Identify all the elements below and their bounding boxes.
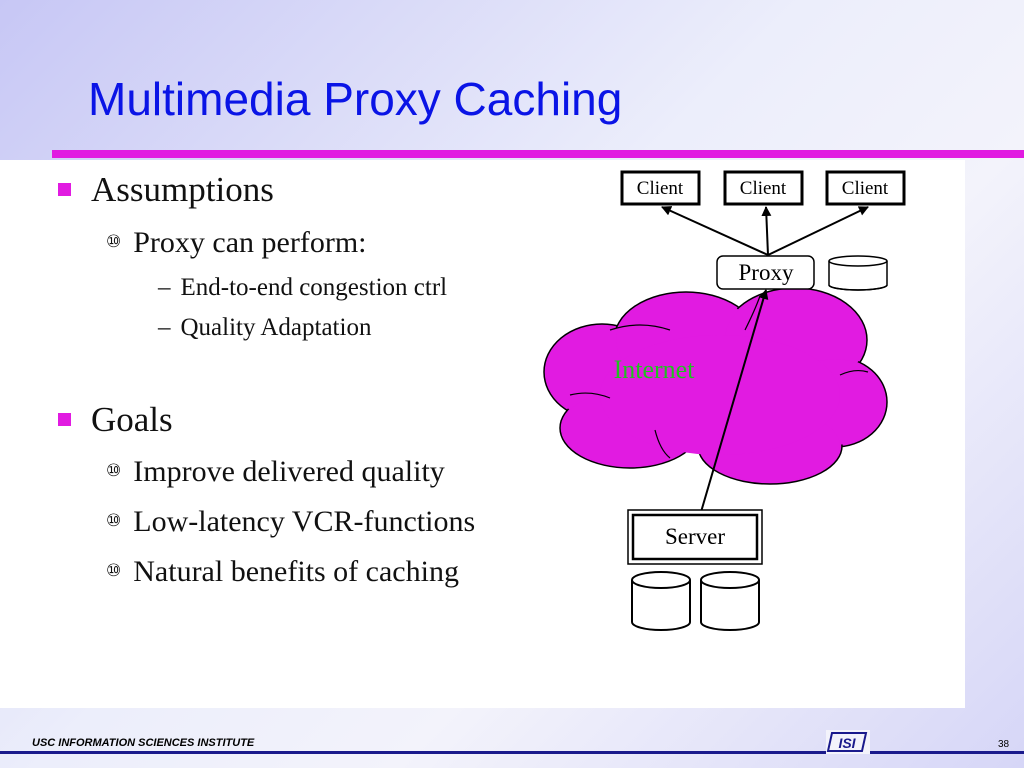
sub-bullet-icon: ⑩ (106, 232, 122, 251)
internet-cloud (543, 287, 888, 485)
internet-label: Internet (614, 355, 696, 384)
bullet-assumptions-text: Assumptions (91, 170, 274, 209)
proxy-cache-disk-icon (828, 255, 888, 291)
client-box-2: Client (723, 170, 804, 206)
dash-icon: – (158, 274, 171, 301)
square-bullet-icon (58, 183, 71, 197)
server-label: Server (665, 524, 725, 549)
bullet-goals: Goals (58, 400, 173, 440)
proxy-label: Proxy (739, 260, 794, 285)
sub-bullet-proxy-text: Proxy can perform: (133, 226, 367, 259)
proxy-box: Proxy (716, 255, 815, 290)
end-to-end-text: End-to-end congestion ctrl (180, 274, 448, 301)
client-box-3: Client (825, 170, 906, 206)
client-2-label: Client (740, 178, 787, 199)
sub-bullet-icon: ⑩ (106, 561, 122, 580)
footer-rule (0, 751, 1024, 754)
arrow-to-client-3 (767, 206, 869, 256)
dash-icon: – (158, 314, 171, 341)
sub-bullet-improve-quality: ⑩ Improve delivered quality (106, 455, 445, 489)
slide-title: Multimedia Proxy Caching (88, 73, 623, 125)
isi-logo-icon: ISI (826, 730, 870, 754)
low-latency-text: Low-latency VCR-functions (133, 505, 476, 538)
sub-bullet-proxy-can-perform: ⑩ Proxy can perform: (106, 226, 367, 260)
isi-logo-text: ISI (838, 735, 856, 751)
sub-bullet-icon: ⑩ (106, 461, 122, 480)
arrow-to-client-1 (661, 206, 769, 256)
client-box-1: Client (620, 170, 701, 206)
sub-sub-bullet-quality-adaptation: –Quality Adaptation (158, 314, 371, 342)
client-3-label: Client (842, 178, 889, 199)
server-disk-icon-2 (700, 571, 760, 631)
bullet-goals-text: Goals (91, 400, 173, 439)
server-disk-icon-1 (631, 571, 691, 631)
improve-quality-text: Improve delivered quality (133, 455, 445, 488)
footer-institute: USC INFORMATION SCIENCES INSTITUTE (32, 737, 255, 749)
square-bullet-icon (58, 413, 71, 427)
title-underline (52, 150, 1024, 158)
arrow-to-client-2 (761, 206, 772, 256)
client-1-label: Client (637, 178, 684, 199)
page-number: 38 (998, 739, 1010, 750)
arrow-server-to-proxy (700, 289, 769, 513)
sub-bullet-low-latency: ⑩ Low-latency VCR-functions (106, 505, 475, 539)
sub-bullet-natural-benefits: ⑩ Natural benefits of caching (106, 555, 459, 589)
server-box: Server (627, 509, 763, 565)
natural-benefits-text: Natural benefits of caching (133, 555, 459, 588)
sub-sub-bullet-end-to-end: –End-to-end congestion ctrl (158, 274, 447, 302)
quality-adaptation-text: Quality Adaptation (180, 314, 372, 341)
sub-bullet-icon: ⑩ (106, 511, 122, 530)
bullet-assumptions: Assumptions (58, 170, 274, 210)
